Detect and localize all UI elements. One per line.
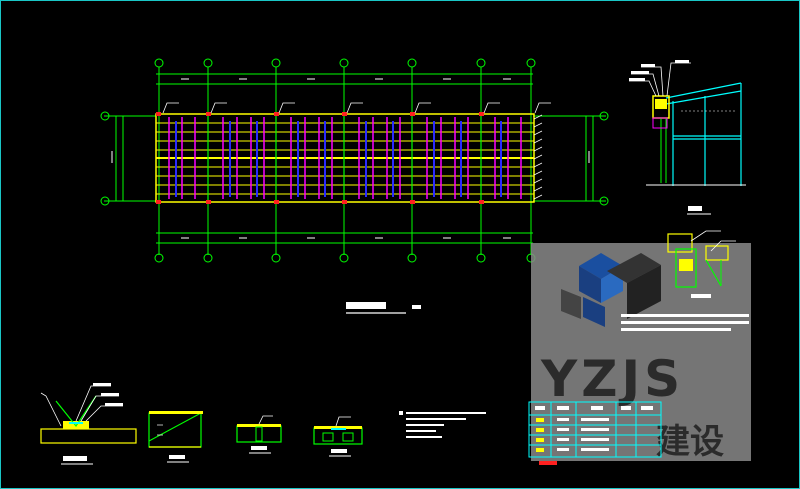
- bottom-detail-2: [148, 411, 203, 463]
- watermark-logo: [561, 253, 661, 327]
- section-detail-top: [629, 60, 746, 215]
- table-title-mark: [539, 461, 557, 465]
- axis-grid: [100, 58, 609, 263]
- bottom-detail-3: [236, 415, 282, 454]
- blue-bracing: [175, 121, 502, 197]
- bottom-detail-1: [40, 383, 137, 465]
- notes-block: [399, 411, 486, 438]
- magenta-struts: [168, 117, 522, 199]
- schedule-table: [528, 401, 662, 458]
- plan-title: [346, 302, 421, 314]
- section-detail-mid: [621, 230, 749, 331]
- schedule-table-marks: [536, 418, 544, 452]
- schedule-table-text: [535, 406, 653, 451]
- frame-lines: [207, 114, 482, 202]
- column-markers: [156, 112, 484, 204]
- plan-annotations: [162, 102, 551, 114]
- edge-hatch: [533, 114, 543, 200]
- bottom-detail-4: [313, 416, 363, 457]
- roof-plan: [100, 58, 609, 314]
- watermark-brand: YZJS: [540, 350, 684, 408]
- horizontal-purlins: [156, 122, 534, 195]
- watermark-brand-cn: 建设: [656, 422, 724, 462]
- dimension-ticks: [111, 78, 590, 239]
